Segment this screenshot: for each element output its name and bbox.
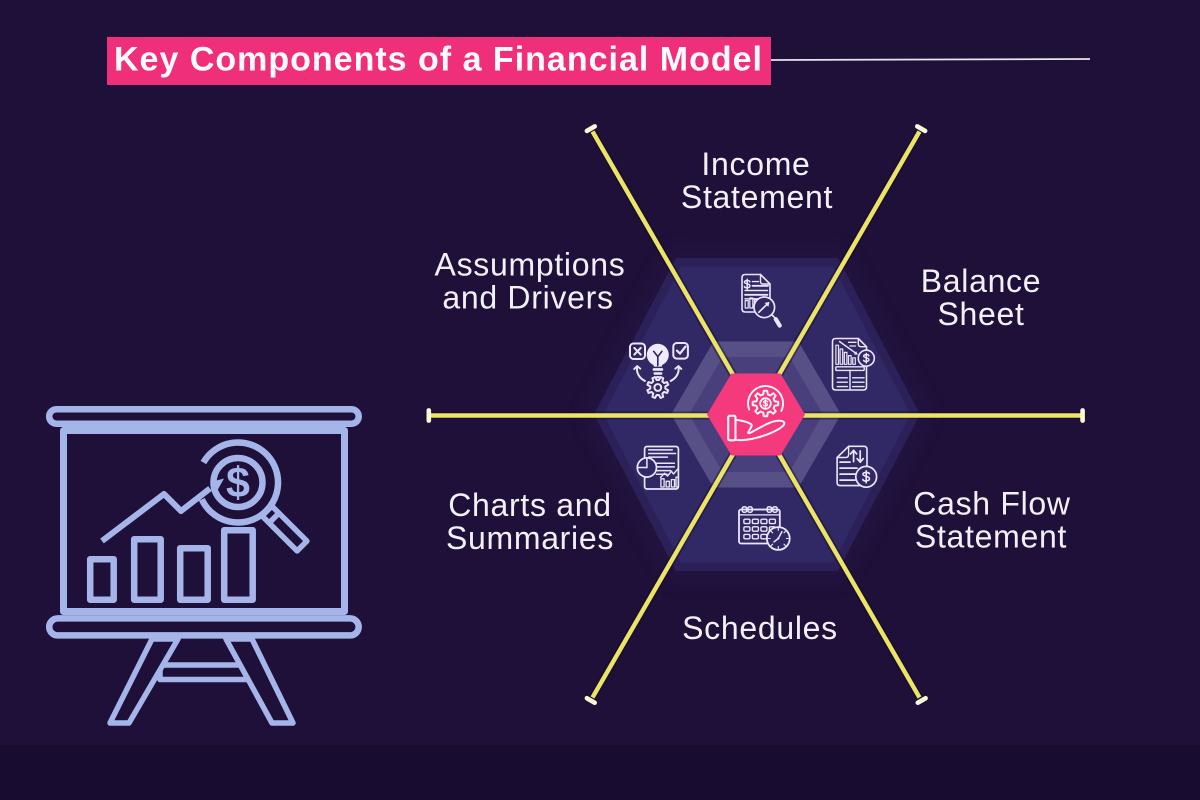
svg-text:Schedules: Schedules: [682, 610, 838, 646]
svg-text:Balance: Balance: [921, 263, 1042, 299]
svg-text:and Drivers: and Drivers: [442, 280, 613, 316]
svg-text:Income: Income: [701, 146, 810, 182]
svg-text:Summaries: Summaries: [446, 520, 614, 556]
svg-text:Assumptions: Assumptions: [435, 247, 626, 283]
svg-text:Sheet: Sheet: [937, 296, 1024, 332]
svg-text:Statement: Statement: [681, 179, 833, 215]
svg-text:$: $: [226, 459, 250, 507]
svg-text:Key Components of a Financial: Key Components of a Financial Model: [114, 41, 763, 79]
svg-text:Statement: Statement: [915, 519, 1067, 555]
svg-text:Cash Flow: Cash Flow: [913, 486, 1071, 522]
svg-text:Charts and: Charts and: [448, 487, 612, 523]
